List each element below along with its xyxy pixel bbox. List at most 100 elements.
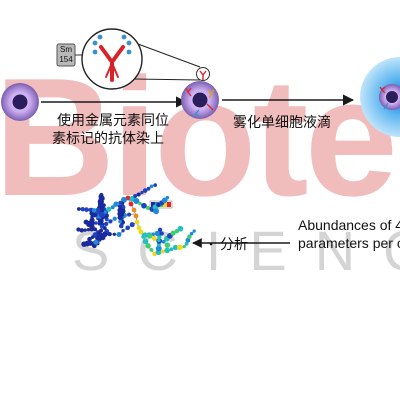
tree-node [93, 239, 99, 245]
tree-node [185, 237, 191, 243]
tree-node [98, 198, 103, 203]
tree-node [133, 194, 138, 199]
watermark-logo-text: Biotech [0, 52, 400, 222]
tree-node [108, 219, 113, 224]
tree-node [140, 190, 144, 195]
tree-node [187, 234, 192, 239]
tree-node [165, 195, 170, 200]
tree-node [103, 210, 107, 214]
tree-node [118, 219, 122, 224]
tree-node [170, 230, 176, 236]
tree-node [189, 231, 194, 236]
tree-node [161, 239, 166, 244]
tree-node [149, 247, 154, 252]
tree-node [161, 197, 168, 204]
tree-node [86, 221, 92, 228]
tree-node [169, 247, 174, 252]
tree-node [118, 200, 123, 205]
nebulize-caption: 雾化单细胞液滴 [233, 114, 331, 130]
tree-node [147, 234, 152, 239]
tree-node [164, 242, 171, 248]
tree-node [129, 222, 135, 228]
stain-caption-line1: 使用金属元素同位 [57, 112, 169, 128]
tree-node [121, 229, 125, 233]
tree-node [86, 227, 91, 232]
tree-node [95, 235, 101, 241]
tree-node [90, 235, 95, 239]
tree-node [133, 197, 140, 204]
tree-node [153, 183, 158, 187]
tree-node [118, 223, 124, 229]
isotope-element-label: Sm [60, 45, 72, 54]
tree-node [151, 232, 156, 236]
tree-node [152, 251, 157, 257]
dot-marker [209, 242, 213, 246]
tree-node [164, 247, 170, 254]
single-cell-droplet [360, 57, 400, 137]
tree-node [142, 238, 149, 245]
abundance-caption-line1: Abundances of 4 [298, 217, 400, 233]
tree-node [182, 245, 186, 249]
tree-node [113, 201, 119, 207]
tree-node [142, 188, 148, 193]
tree-node [79, 228, 84, 233]
tree-node [127, 212, 132, 217]
tree-node [136, 192, 141, 197]
tree-node [76, 227, 81, 232]
tree-node [125, 225, 131, 231]
unstained-cell [1, 83, 39, 121]
tree-node [172, 244, 179, 251]
tree-node [112, 216, 117, 221]
tree-node [81, 241, 87, 247]
tree-node [154, 230, 161, 237]
tree-node [138, 201, 142, 206]
tree-node [84, 207, 89, 213]
tree-node [192, 229, 196, 233]
tree-node [117, 204, 122, 209]
tree-node [157, 227, 163, 232]
tree-node [97, 201, 102, 206]
tree-node [84, 219, 88, 224]
tree-node [149, 184, 154, 189]
tree-node [98, 211, 105, 218]
tree-node [98, 194, 103, 199]
tree-node [116, 231, 122, 238]
abundance-caption-line2: parameters per c [298, 235, 400, 251]
tree-node [76, 207, 81, 211]
tree-node [95, 207, 101, 213]
tree-node [151, 235, 157, 242]
zoom-line-bottom [133, 78, 201, 81]
antibody-zoom-circle [81, 28, 143, 90]
tree-node [157, 235, 162, 240]
tree-node [177, 244, 183, 251]
tree-node [94, 221, 98, 225]
tree-node [92, 212, 98, 218]
tree-node [157, 238, 161, 243]
tree-node [141, 202, 147, 209]
tree-node [142, 232, 148, 238]
tree-node [145, 243, 151, 249]
tree-node [146, 186, 151, 191]
tree-node [136, 225, 142, 231]
antibody-marker-circle [196, 67, 210, 81]
tree-node [88, 208, 93, 212]
tree-node [91, 208, 97, 213]
tree-node [110, 205, 115, 210]
isotope-mass-label: 154 [59, 55, 73, 64]
tree-node [107, 232, 112, 237]
tree-node [80, 206, 85, 212]
tree-node [138, 229, 144, 235]
tree-node [89, 217, 95, 223]
tree-node [99, 224, 104, 229]
tree-node [128, 201, 134, 207]
tree-node [155, 245, 162, 252]
tree-node [159, 231, 164, 236]
tree-node [97, 218, 104, 225]
tree-node [131, 207, 137, 213]
tree-node [103, 221, 109, 227]
tree-node [102, 225, 107, 231]
tree-node [87, 236, 92, 242]
tree-node [184, 241, 189, 246]
tree-node [120, 196, 127, 203]
